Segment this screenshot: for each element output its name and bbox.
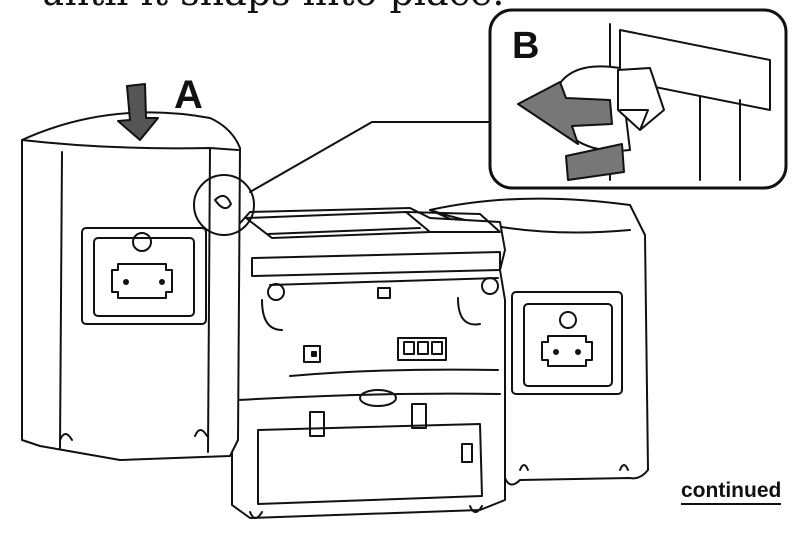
continued-label: continued (681, 480, 782, 505)
label-b: B (512, 25, 539, 67)
left-speaker (21, 111, 241, 461)
callout-detail-marker (193, 121, 491, 236)
inset-detail-b (488, 8, 788, 190)
instruction-text-cutoff: until it snaps into place. (40, 0, 504, 14)
label-a: A (174, 73, 203, 117)
press-down-arrow (117, 83, 159, 141)
right-speaker (429, 197, 649, 486)
main-unit (231, 207, 506, 519)
